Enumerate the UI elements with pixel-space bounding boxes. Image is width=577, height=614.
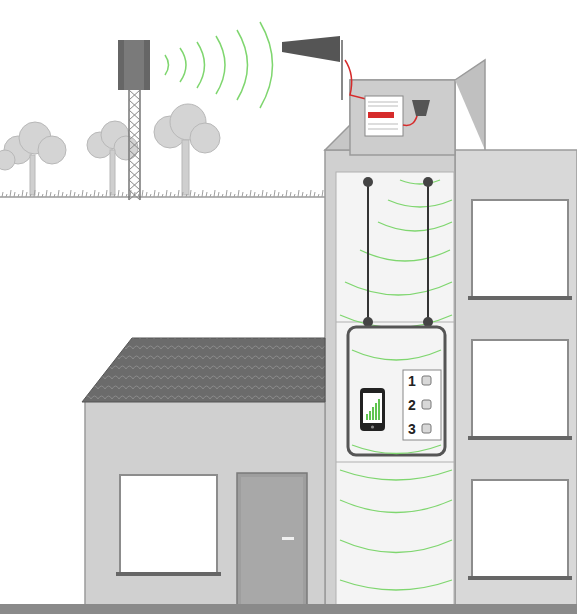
shaft-signal-waves bbox=[340, 180, 452, 590]
signal-waves bbox=[165, 22, 273, 108]
house bbox=[82, 338, 325, 605]
shaft-tower bbox=[325, 150, 455, 610]
cell-tower bbox=[118, 40, 150, 200]
elevator-shaft bbox=[336, 172, 454, 605]
outdoor-antenna bbox=[282, 36, 370, 100]
ground bbox=[0, 604, 577, 614]
roof-structure bbox=[350, 80, 455, 155]
repeater-unit bbox=[365, 96, 430, 136]
floor-number: 2 bbox=[408, 397, 416, 413]
button-panel bbox=[403, 370, 441, 440]
grass bbox=[0, 196, 330, 198]
elevator-car bbox=[348, 327, 445, 455]
apartment-building bbox=[455, 150, 577, 610]
grass-blades bbox=[2, 190, 323, 197]
window-sills bbox=[468, 296, 572, 580]
floor-number: 1 bbox=[408, 373, 416, 389]
trees bbox=[0, 104, 220, 195]
floor-buttons bbox=[422, 376, 431, 433]
elevator-cables bbox=[363, 177, 433, 327]
mobile-phone bbox=[360, 388, 385, 431]
windows bbox=[472, 200, 568, 577]
floor-number: 3 bbox=[408, 421, 416, 437]
